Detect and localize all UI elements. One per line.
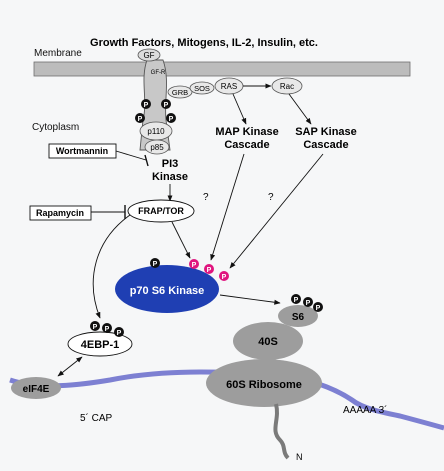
s6-protein bbox=[278, 305, 318, 327]
cell-membrane bbox=[33, 61, 411, 77]
pi3-label: PI3 bbox=[162, 158, 179, 170]
svg-text:P: P bbox=[169, 116, 174, 123]
frap-tor-label: FRAP/TOR bbox=[138, 206, 184, 216]
sap-cascade-label: Cascade bbox=[303, 139, 348, 151]
receptor-phosphates: P P P P bbox=[135, 99, 176, 123]
n-terminus-label: N bbox=[296, 452, 303, 462]
polya-label: AAAAA 3´ bbox=[343, 404, 387, 416]
cytoplasm-label: Cytoplasm bbox=[32, 122, 79, 133]
sos-label: SOS bbox=[194, 84, 210, 93]
rapamycin-label: Rapamycin bbox=[36, 208, 84, 218]
ribosome-40s bbox=[233, 322, 303, 360]
4ebp1-label: 4EBP-1 bbox=[81, 339, 120, 351]
svg-text:P: P bbox=[144, 102, 149, 109]
svg-text:P: P bbox=[117, 330, 122, 337]
p70-label: p70 S6 Kinase bbox=[130, 285, 205, 297]
wortmannin-label: Wortmannin bbox=[56, 146, 108, 156]
svg-text:P: P bbox=[222, 274, 227, 281]
p85-label: p85 bbox=[150, 143, 164, 152]
ribosome-60s bbox=[206, 359, 322, 407]
map-kinase-label: MAP Kinase bbox=[215, 126, 278, 138]
nascent-peptide bbox=[273, 403, 290, 460]
s6-label: S6 bbox=[292, 312, 305, 323]
svg-text:P: P bbox=[294, 297, 299, 304]
gfr-label: GF-R bbox=[151, 70, 166, 76]
sos-protein bbox=[189, 81, 215, 95]
svg-text:P: P bbox=[164, 102, 169, 109]
svg-text:P: P bbox=[306, 300, 311, 307]
eif4e-label: eIF4E bbox=[23, 384, 50, 395]
svg-text:P: P bbox=[105, 326, 110, 333]
p70-to-s6-arrow bbox=[219, 294, 281, 305]
cap-label: 5´ CAP bbox=[80, 412, 113, 424]
eif4e-node bbox=[11, 377, 61, 399]
ras-to-map-arrow bbox=[232, 93, 247, 125]
map-cascade-label: Cascade bbox=[224, 139, 269, 151]
p70-s6-kinase bbox=[115, 265, 219, 313]
grb-protein bbox=[167, 85, 193, 99]
frap-to-p70-arrow bbox=[171, 221, 191, 259]
s6-phosphates: P P P bbox=[291, 294, 323, 312]
rac-protein bbox=[271, 77, 303, 95]
svg-text:P: P bbox=[138, 116, 143, 123]
svg-text:P: P bbox=[192, 262, 197, 269]
s60-label: 60S Ribosome bbox=[226, 379, 302, 391]
svg-text:P: P bbox=[316, 305, 321, 312]
header-title: Growth Factors, Mitogens, IL-2, Insulin,… bbox=[90, 37, 318, 49]
svg-text:P: P bbox=[207, 267, 212, 274]
4ebp1-phosphates: P P P bbox=[90, 321, 124, 337]
4ebp1-eif4e-arrow bbox=[57, 356, 83, 377]
p110-label: p110 bbox=[147, 127, 165, 136]
svg-text:P: P bbox=[93, 324, 98, 331]
question-mark-map: ? bbox=[203, 192, 209, 203]
svg-text:P: P bbox=[153, 261, 158, 268]
membrane-label: Membrane bbox=[34, 48, 82, 59]
map-to-p70-arrow bbox=[210, 153, 245, 261]
4ebp1-node bbox=[67, 331, 133, 357]
sap-kinase-label: SAP Kinase bbox=[295, 126, 357, 138]
wortmannin-inhibition bbox=[115, 150, 147, 161]
rapamycin-box bbox=[29, 205, 92, 221]
p70-phosphates: P P P P bbox=[150, 258, 229, 281]
grb-label: GRB bbox=[172, 88, 188, 97]
pi3-kinase-label: Kinase bbox=[152, 171, 188, 183]
p85-subunit bbox=[144, 139, 170, 155]
question-mark-sap: ? bbox=[268, 192, 274, 203]
sap-to-p70-arrow bbox=[229, 153, 324, 269]
frap-to-4ebp1-arrow bbox=[92, 214, 131, 319]
s40-label: 40S bbox=[258, 336, 278, 348]
rac-label: Rac bbox=[280, 82, 294, 91]
gf-label: GF bbox=[143, 51, 154, 60]
rac-to-sap-arrow bbox=[288, 93, 312, 125]
wortmannin-bar bbox=[144, 154, 149, 167]
ras-label: RAS bbox=[221, 82, 237, 91]
growth-factor-ligand bbox=[137, 48, 161, 62]
frap-tor-node bbox=[127, 199, 195, 223]
